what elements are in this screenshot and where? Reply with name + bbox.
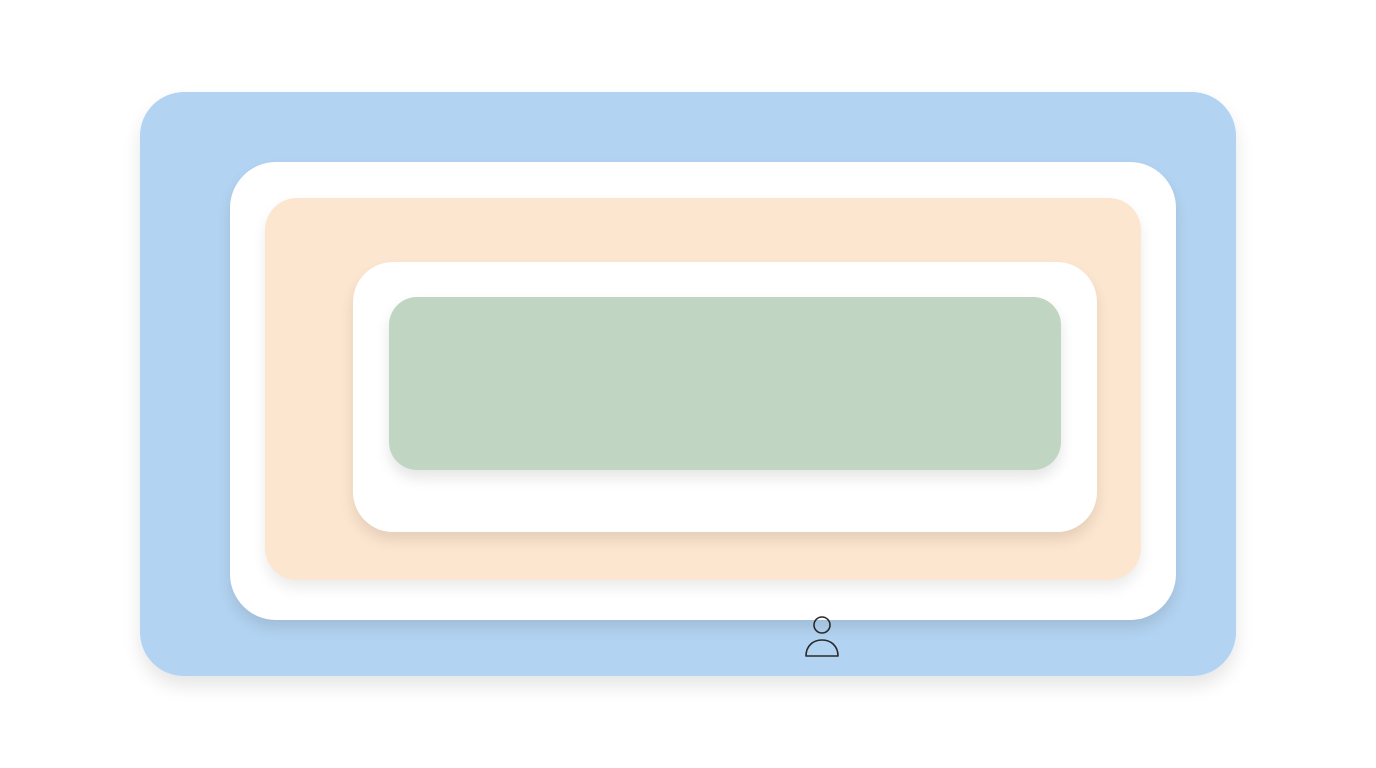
- user-icon: [802, 612, 842, 660]
- person-container: [389, 297, 1061, 657]
